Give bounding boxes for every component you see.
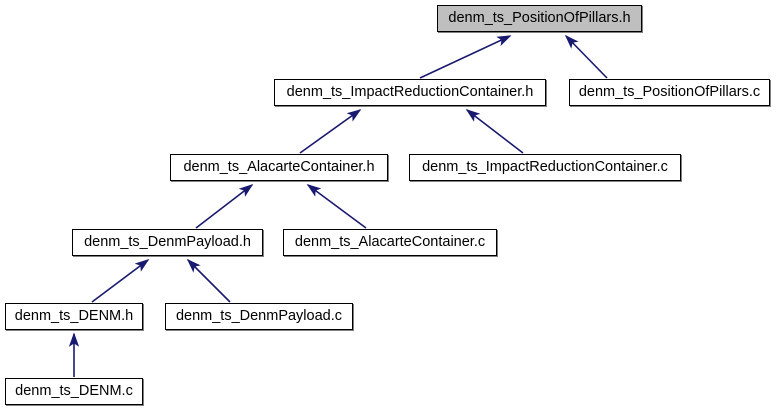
graph-node-impact_reduction_container_c[interactable]: denm_ts_ImpactReductionContainer.c xyxy=(409,154,681,181)
dependency-edge xyxy=(306,184,367,229)
graph-node-label: denm_ts_AlacarteContainer.h xyxy=(183,159,375,176)
graph-node-denm_h[interactable]: denm_ts_DENM.h xyxy=(5,303,143,330)
graph-node-position_of_pillars_h[interactable]: denm_ts_PositionOfPillars.h xyxy=(437,5,642,32)
graph-node-label: denm_ts_DenmPayload.h xyxy=(84,234,251,251)
dependency-edge xyxy=(419,35,512,79)
graph-node-impact_reduction_container_h[interactable]: denm_ts_ImpactReductionContainer.h xyxy=(274,79,546,106)
graph-node-label: denm_ts_DENM.h xyxy=(14,308,134,325)
graph-node-label: denm_ts_PositionOfPillars.c xyxy=(578,84,761,101)
graph-node-denm_c[interactable]: denm_ts_DENM.c xyxy=(5,378,143,405)
dependency-edge xyxy=(186,258,231,303)
graph-node-alacarte_container_h[interactable]: denm_ts_AlacarteContainer.h xyxy=(170,154,388,181)
graph-node-label: denm_ts_DENM.c xyxy=(15,383,133,400)
graph-node-label: denm_ts_DenmPayload.c xyxy=(175,308,343,325)
dependency-edge xyxy=(564,34,608,79)
dependency-edge xyxy=(91,259,150,303)
graph-node-alacarte_container_c[interactable]: denm_ts_AlacarteContainer.c xyxy=(283,229,497,256)
dependency-edge xyxy=(195,184,254,229)
dependency-edge xyxy=(465,109,524,154)
graph-node-denm_payload_c[interactable]: denm_ts_DenmPayload.c xyxy=(165,303,353,330)
graph-node-position_of_pillars_c[interactable]: denm_ts_PositionOfPillars.c xyxy=(569,79,770,106)
graph-node-label: denm_ts_PositionOfPillars.h xyxy=(448,10,631,27)
graph-node-label: denm_ts_ImpactReductionContainer.c xyxy=(422,159,668,176)
graph-node-denm_payload_h[interactable]: denm_ts_DenmPayload.h xyxy=(72,229,263,256)
dependency-edge xyxy=(299,109,362,154)
graph-node-label: denm_ts_ImpactReductionContainer.h xyxy=(286,84,534,101)
graph-node-label: denm_ts_AlacarteContainer.c xyxy=(294,234,486,251)
